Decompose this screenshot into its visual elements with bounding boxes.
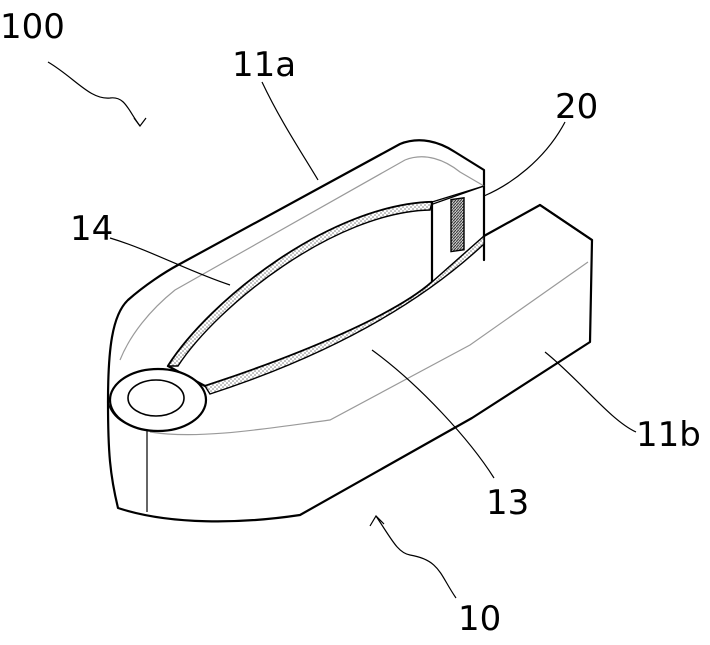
label-14: 14: [70, 209, 113, 249]
round-button: [108, 367, 208, 433]
leader-lines: [47, 61, 637, 599]
label-11b: 11b: [636, 415, 701, 455]
pad-13: [203, 234, 485, 395]
sensor-20: [450, 196, 465, 253]
upper-arm: [106, 139, 486, 404]
recess: [166, 185, 485, 388]
label-100: 100: [0, 7, 65, 47]
label-10: 10: [458, 599, 501, 639]
pad-14: [166, 201, 433, 367]
label-20: 20: [555, 87, 598, 127]
label-13: 13: [486, 483, 529, 523]
label-11a: 11a: [232, 45, 296, 85]
